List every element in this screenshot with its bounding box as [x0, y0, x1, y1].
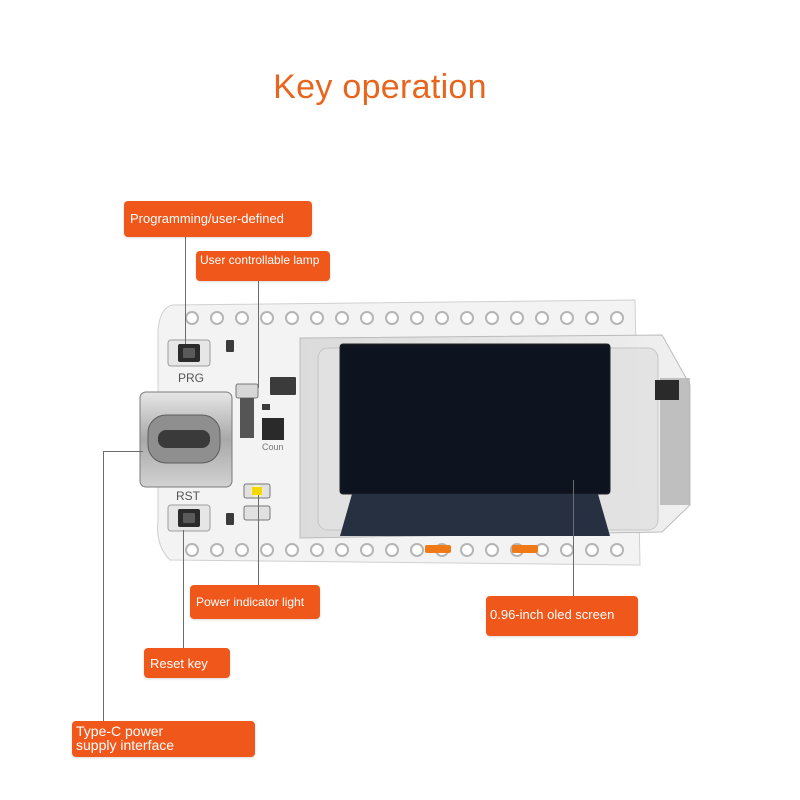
label-power-indicator-light: Power indicator light — [190, 585, 320, 619]
prg-silkscreen: PRG — [178, 371, 204, 385]
type-c-connector — [139, 391, 233, 488]
label-reset-key: Reset key — [144, 648, 230, 678]
label-user-controllable-lamp: User controllable lamp — [196, 251, 330, 281]
label-type-c-power-supply: Type-C power supply interface — [72, 721, 255, 757]
leader-typec-v — [103, 451, 104, 723]
coun-silkscreen: Coun — [262, 442, 284, 452]
label-programming-user-defined: Programming/user-defined — [124, 201, 312, 237]
rst-button — [167, 504, 211, 532]
label-oled-screen: 0.96-inch oled screen — [486, 596, 638, 636]
smd-components — [226, 340, 296, 525]
bottom-pin-row — [185, 543, 624, 557]
rst-silkscreen: RST — [176, 489, 201, 503]
oled-bezel-bottom — [340, 494, 610, 536]
leader-typec-h — [103, 451, 143, 452]
top-pin-row — [185, 311, 624, 325]
leader-user-lamp — [258, 278, 259, 388]
prg-button — [167, 339, 211, 367]
oled-screen — [339, 343, 611, 495]
leader-prg — [185, 236, 186, 344]
leader-oled — [573, 480, 574, 596]
leader-reset — [183, 530, 184, 648]
power-led-glow — [251, 485, 263, 497]
leader-power-light — [258, 495, 259, 587]
page-title: Key operation — [273, 68, 487, 106]
